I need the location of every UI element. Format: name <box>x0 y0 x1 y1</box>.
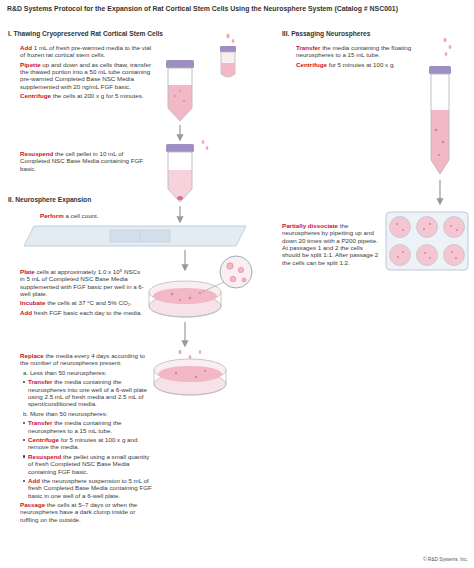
action-verb: Add <box>28 477 40 484</box>
action-verb: Add <box>20 44 32 51</box>
section-heading: I. Thawing Cryopreserved Rat Cortical St… <box>8 30 238 38</box>
step-text: Pipette up and down and as cells thaw, t… <box>20 61 154 90</box>
step-text: III. Passaging Neurospheres <box>282 30 370 37</box>
action-verb: Centrifuge <box>28 436 59 443</box>
step-group: Perform a cell count. <box>40 212 160 222</box>
action-verb: Transfer <box>28 419 52 426</box>
step-text: the cells at 37 °C and 5% CO₂. <box>45 299 131 306</box>
bullet-dot <box>23 480 25 482</box>
step-text: a. Less than 50 neurospheres: <box>23 369 107 376</box>
step-group: Resuspend the cell pellet in 10 mL of Co… <box>20 150 152 174</box>
step-text: 1 mL of fresh pre-warmed media to the vi… <box>20 44 151 58</box>
action-verb: Centrifuge <box>20 92 51 99</box>
step-text: the neurosphere suspension to 5 mL of fr… <box>28 477 152 499</box>
action-verb: Replace <box>20 352 44 359</box>
step-text: Plate cells at approximately 1.0 x 10⁵ N… <box>20 268 144 297</box>
culture-dish <box>149 256 252 317</box>
step-text: Centrifuge for 5 minutes at 100 x g and … <box>20 436 152 451</box>
step-text: the cells at 200 x g for 5 minutes. <box>51 92 144 99</box>
action-verb: Perform <box>40 212 64 219</box>
action-verb: Transfer <box>296 44 320 51</box>
step-text: Passage the cells at 5–7 days or when th… <box>20 501 152 523</box>
step-group: II. Neurosphere Expansion <box>8 196 158 207</box>
step-group: I. Thawing Cryopreserved Rat Cortical St… <box>8 30 238 41</box>
action-verb: Resuspend <box>28 453 61 460</box>
centrifuged-tube <box>166 140 208 202</box>
step-text: Add fresh FGF basic each day to the medi… <box>20 309 144 316</box>
step-text: Partially dissociate the neurospheres by… <box>282 222 382 266</box>
case-heading: a. Less than 50 neurospheres: <box>20 369 152 376</box>
step-text: the neurospheres by pipetting up and dow… <box>282 222 378 266</box>
action-verb: Pipette <box>20 61 41 68</box>
bullet-dot <box>23 439 25 441</box>
action-verb: Partially dissociate <box>282 222 338 229</box>
step-text: Perform a cell count. <box>40 212 160 219</box>
step-text: Add 1 mL of fresh pre-warmed media to th… <box>20 44 154 59</box>
step-text: Transfer the media containing the floati… <box>296 44 420 59</box>
action-verb: Passage <box>20 501 45 508</box>
step-text: Resuspend the pellet using a small quant… <box>20 453 152 475</box>
tube-15ml <box>429 38 451 174</box>
action-verb: Plate <box>20 268 35 275</box>
step-group: III. Passaging Neurospheres <box>282 30 432 41</box>
action-verb: Incubate <box>20 299 45 306</box>
step-text: Transfer the media containing the neuros… <box>20 378 152 407</box>
step-text: for 5 minutes at 100 x g. <box>327 61 395 68</box>
step-group: Add 1 mL of fresh pre-warmed media to th… <box>20 44 154 102</box>
conical-tube <box>166 60 194 121</box>
step-text: a cell count. <box>64 212 99 219</box>
action-verb: Centrifuge <box>296 61 327 68</box>
copyright-note: © R&D Systems, Inc. <box>423 557 468 562</box>
cryovial <box>220 34 236 77</box>
step-text: Incubate the cells at 37 °C and 5% CO₂. <box>20 299 144 306</box>
step-text: Resuspend the cell pellet in 10 mL of Co… <box>20 150 152 172</box>
step-text: Transfer the media containing the neuros… <box>20 419 152 434</box>
step-text: I. Thawing Cryopreserved Rat Cortical St… <box>8 30 163 37</box>
six-well-plate <box>386 212 468 270</box>
step-text: Add the neurosphere suspension to 5 mL o… <box>20 477 152 499</box>
step-group: Plate cells at approximately 1.0 x 10⁵ N… <box>20 268 144 318</box>
page-title: R&D Systems Protocol for the Expansion o… <box>7 5 469 13</box>
step-text: b. More than 50 neurospheres: <box>23 410 108 417</box>
step-text: Replace the media every 4 days according… <box>20 352 152 367</box>
bullet-dot <box>23 422 25 424</box>
step-group: Partially dissociate the neurospheres by… <box>282 222 382 268</box>
bullet-dot <box>23 381 25 383</box>
action-verb: Resuspend <box>20 150 53 157</box>
bullet-dot <box>23 455 25 457</box>
step-text: up and down and as cells thaw, transfer … <box>20 61 151 90</box>
case-heading: b. More than 50 neurospheres: <box>20 410 152 417</box>
action-verb: Transfer <box>28 378 52 385</box>
section-heading: II. Neurosphere Expansion <box>8 196 158 204</box>
step-text: Centrifuge for 5 minutes at 100 x g. <box>296 61 420 68</box>
step-text: II. Neurosphere Expansion <box>8 196 91 203</box>
action-verb: Add <box>20 309 32 316</box>
step-text: cells at approximately 1.0 x 10⁵ NSCs in… <box>20 268 144 297</box>
section-heading: III. Passaging Neurospheres <box>282 30 432 38</box>
counting-slide <box>24 226 246 246</box>
step-group: Transfer the media containing the floati… <box>296 44 420 70</box>
step-text: Centrifuge the cells at 200 x g for 5 mi… <box>20 92 154 99</box>
step-group: Replace the media every 4 days according… <box>20 352 152 525</box>
culture-dish <box>154 350 226 395</box>
step-text: fresh FGF basic each day to the media. <box>32 309 142 316</box>
